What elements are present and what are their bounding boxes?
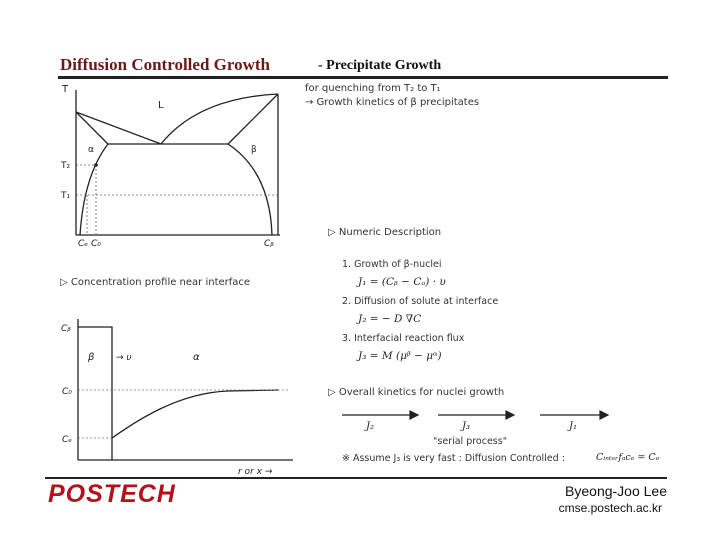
quench-note-line1: for quenching from T₂ to T₁ <box>305 83 441 94</box>
profile-section-label: ▷ Concentration profile near interface <box>60 277 251 288</box>
arrow-j3-head <box>505 410 516 420</box>
flux-label-j2: J₂ <box>366 421 375 432</box>
concentration-profile: Cᵦ C₀ Cₑ β → υ α r or x → <box>61 319 293 477</box>
overall-heading: ▷ Overall kinetics for nuclei growth <box>328 387 505 398</box>
numeric-eq3: J₃ = M (μᵝ − μᵅ) <box>358 350 442 362</box>
serial-process-arrows <box>342 410 610 420</box>
temp-label-T2: T₂ <box>60 161 70 171</box>
t2-point <box>94 163 98 167</box>
postech-logo: POSTECH <box>48 480 176 508</box>
profile-label-velocity: → υ <box>116 353 132 363</box>
numeric-item1: 1. Growth of β-nuclei <box>342 259 442 270</box>
comp-label-Ce: Cₑ <box>78 239 88 249</box>
numeric-eq1: J₁ = (Cᵦ − Cₐ) · υ <box>358 276 446 288</box>
solidus-left <box>75 111 109 145</box>
comp-label-C0: C₀ <box>91 239 101 249</box>
slide-title: Diffusion Controlled Growth <box>60 55 271 74</box>
serial-process-label: "serial process" <box>433 436 508 447</box>
profile-label-Cb: Cᵦ <box>61 324 71 334</box>
assumption-equation: Cᵢₙₜₑᵣfₐcₑ = Cₑ <box>596 452 660 463</box>
liquidus-left <box>75 111 162 145</box>
comp-label-Cb: Cᵦ <box>264 239 274 249</box>
slide-subtitle: - Precipitate Growth <box>318 58 442 73</box>
arrow-j1-head <box>599 410 610 420</box>
profile-label-beta: β <box>87 352 95 363</box>
axis-label-T: T <box>61 84 69 95</box>
profile-label-Ce: Cₑ <box>62 435 72 445</box>
region-label-alpha: α <box>88 145 94 155</box>
flux-label-j3: J₃ <box>462 421 471 432</box>
quench-note-line2: → Growth kinetics of β precipitates <box>305 97 480 108</box>
footer-url: cmse.postech.ac.kr <box>558 501 662 515</box>
phase-diagram: T L α β T₂ T₁ Cₑ C₀ Cᵦ <box>60 84 280 249</box>
flux-label-j1: J₁ <box>569 421 578 432</box>
alpha-solvus <box>79 143 109 236</box>
assumption-text: ※ Assume J₃ is very fast : Diffusion Con… <box>342 453 565 464</box>
profile-label-alpha: α <box>193 352 200 363</box>
author-name: Byeong-Joo Lee <box>565 483 667 499</box>
arrow-j2-head <box>409 410 420 420</box>
beta-solvus <box>227 143 273 236</box>
profile-label-C0: C₀ <box>62 387 72 397</box>
numeric-eq2: J₂ = − D ∇C <box>358 313 422 325</box>
liquidus-right <box>160 93 279 145</box>
region-label-beta: β <box>251 145 257 155</box>
region-label-L: L <box>158 100 164 111</box>
numeric-item3: 3. Interfacial reaction flux <box>342 333 465 344</box>
numeric-heading: ▷ Numeric Description <box>328 227 442 238</box>
profile-xaxis-label: r or x → <box>238 467 273 477</box>
beta-block <box>78 326 113 460</box>
numeric-item2: 2. Diffusion of solute at interface <box>342 296 499 307</box>
bottom-divider <box>45 477 667 479</box>
top-divider <box>58 76 668 79</box>
temp-label-T1: T₁ <box>60 191 70 201</box>
solidus-right <box>227 93 279 145</box>
alpha-concentration-curve <box>111 389 279 439</box>
